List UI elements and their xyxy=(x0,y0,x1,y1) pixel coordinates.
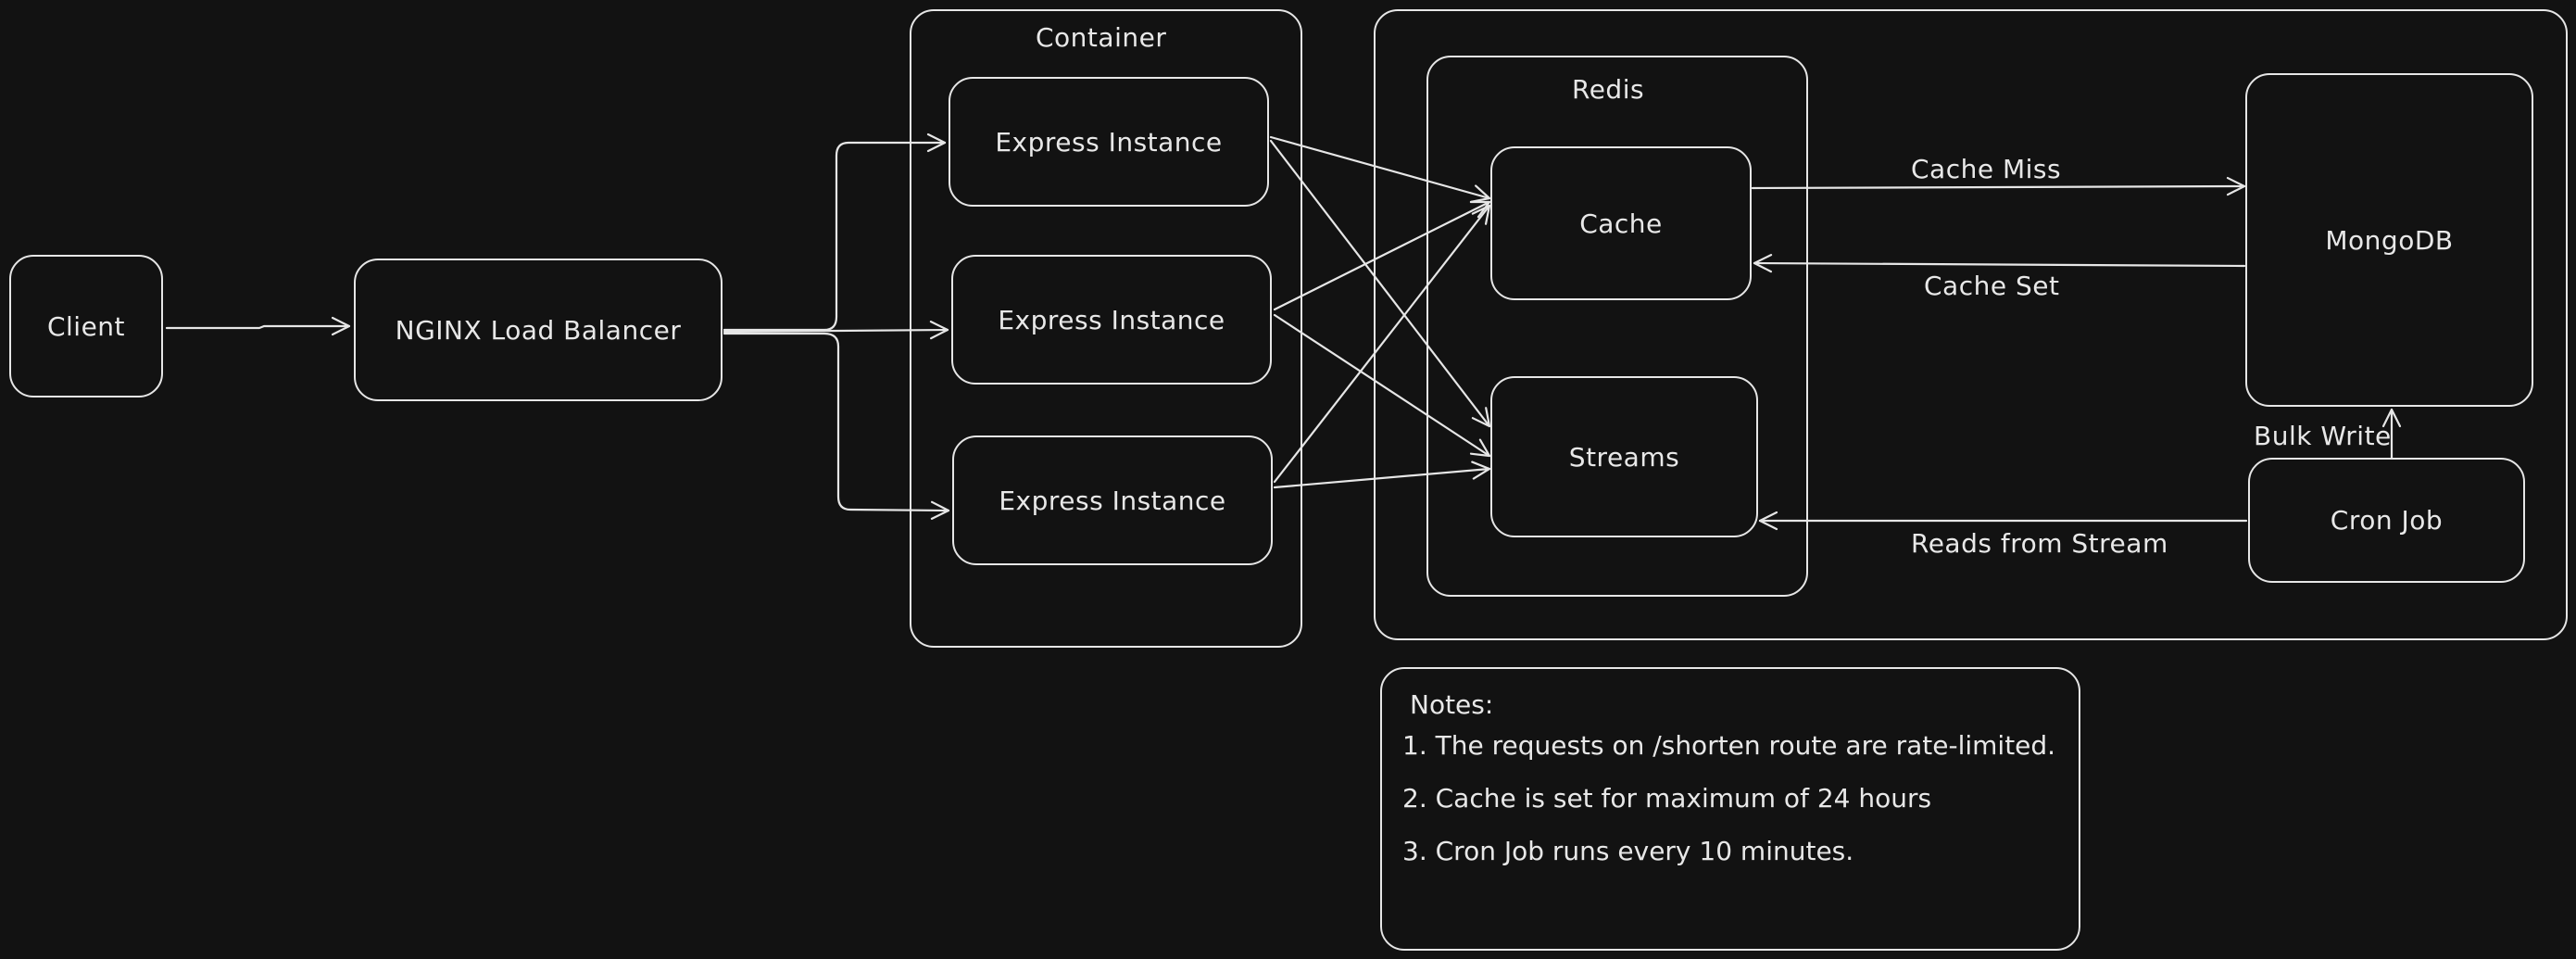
arrow-express-2-to-streams xyxy=(1273,313,1491,458)
container-group xyxy=(910,9,1302,648)
cron-job-node[interactable]: Cron Job xyxy=(2248,458,2525,583)
arrow-express-1-to-cache xyxy=(1269,135,1491,203)
container-group-title: Container xyxy=(1036,22,1167,53)
streams-label: Streams xyxy=(1568,441,1680,473)
express-instance-label-1: Express Instance xyxy=(995,126,1223,158)
notes-title: Notes: xyxy=(1410,689,1494,720)
edge-label-cache-miss: Cache Miss xyxy=(1911,154,2062,184)
client-node[interactable]: Client xyxy=(9,255,163,397)
cron-job-label: Cron Job xyxy=(2330,505,2444,536)
notes-box xyxy=(1380,667,2080,951)
express-instance-label-2: Express Instance xyxy=(998,304,1225,335)
cache-node[interactable]: Cache xyxy=(1490,146,1752,300)
notes-item-1: 1. The requests on /shorten route are ra… xyxy=(1402,730,2056,761)
nginx-load-balancer-node[interactable]: NGINX Load Balancer xyxy=(354,259,723,401)
edge-label-bulk-write: Bulk Write xyxy=(2254,421,2392,451)
express-instance-label-3: Express Instance xyxy=(999,485,1226,516)
express-instance-node-2[interactable]: Express Instance xyxy=(951,255,1272,385)
streams-node[interactable]: Streams xyxy=(1490,376,1758,537)
redis-group-title: Redis xyxy=(1572,74,1645,105)
client-label: Client xyxy=(46,310,126,342)
express-instance-node-1[interactable]: Express Instance xyxy=(949,77,1269,207)
arrow-express-3-to-cache xyxy=(1273,204,1491,484)
edge-label-cache-set: Cache Set xyxy=(1924,271,2060,301)
mongodb-node[interactable]: MongoDB xyxy=(2245,73,2533,407)
arrow-express-1-to-streams xyxy=(1269,139,1491,428)
arrow-express-3-to-streams xyxy=(1273,461,1491,489)
edge-label-reads-from-stream: Reads from Stream xyxy=(1911,528,2168,559)
redis-group xyxy=(1426,56,1808,597)
arrow-cache-set xyxy=(1753,254,2246,273)
express-instance-node-3[interactable]: Express Instance xyxy=(952,435,1273,565)
arrow-express-2-to-cache xyxy=(1273,200,1491,311)
arrow-cache-miss xyxy=(1751,176,2246,196)
arrow-nginx-to-express-1 xyxy=(723,132,947,332)
notes-item-3: 3. Cron Job runs every 10 minutes. xyxy=(1402,836,1854,866)
arrow-nginx-to-express-3 xyxy=(723,332,950,520)
arrow-client-to-nginx xyxy=(165,316,351,336)
mongodb-label: MongoDB xyxy=(2325,224,2454,256)
nginx-label: NGINX Load Balancer xyxy=(395,314,682,346)
notes-item-2: 2. Cache is set for maximum of 24 hours xyxy=(1402,783,1932,814)
cache-label: Cache xyxy=(1579,208,1663,239)
infrastructure-group xyxy=(1374,9,2568,640)
